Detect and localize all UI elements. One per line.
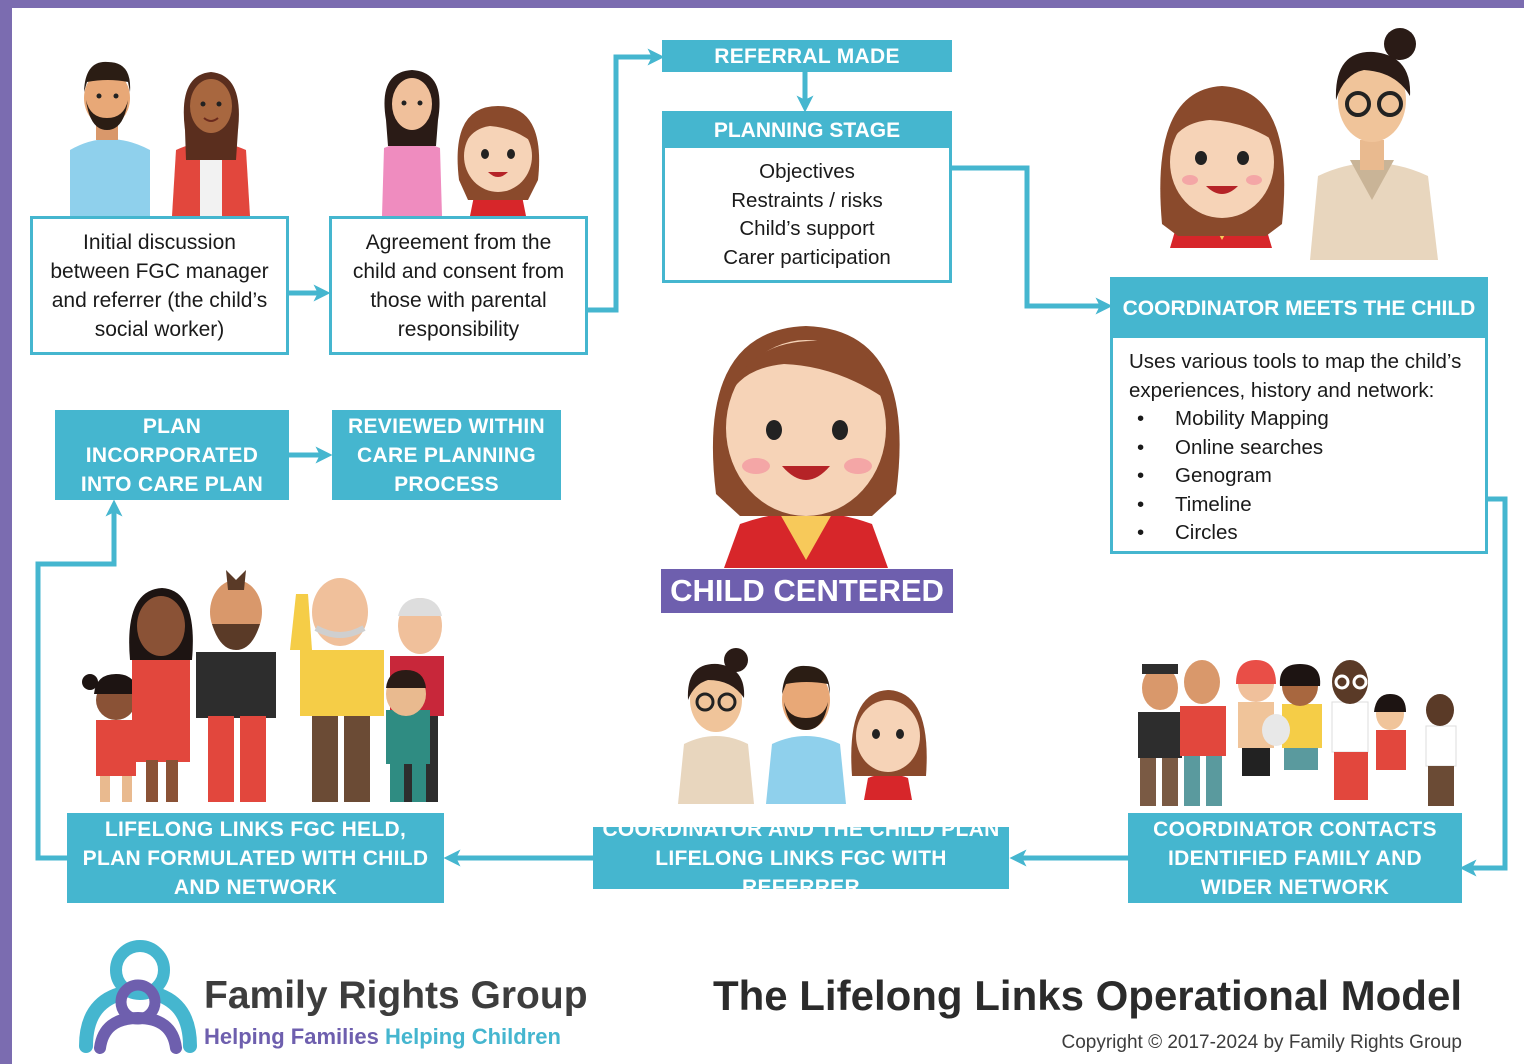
planning-stage-header: PLANNING STAGE bbox=[665, 114, 949, 148]
referral-made-label: REFERRAL MADE bbox=[714, 44, 900, 68]
planning-stage-item: Restraints / risks bbox=[731, 188, 883, 212]
agreement-line: Agreement from the bbox=[365, 230, 552, 254]
coordinator-tool-item: Mobility Mapping bbox=[1129, 405, 1471, 434]
referral-made-banner: REFERRAL MADE bbox=[662, 40, 952, 72]
lifelong-links-held-banner: LIFELONG LINKS FGC HELD, PLAN FORMULATED… bbox=[67, 813, 444, 903]
org-name: Family Rights Group bbox=[204, 974, 588, 1017]
person-illustration-icon bbox=[1331, 660, 1369, 800]
initial-discussion-line: Initial discussion bbox=[83, 230, 236, 254]
org-tagline: Helping Families Helping Children bbox=[204, 1024, 561, 1050]
planning-stage-item: Child’s support bbox=[739, 217, 875, 240]
initial-discussion-line: and referrer (the child’s bbox=[51, 288, 268, 312]
family-rights-group-logo-icon bbox=[79, 940, 197, 1054]
person-illustration-icon bbox=[1236, 660, 1276, 776]
person-illustration-icon bbox=[129, 588, 193, 802]
arrow-coordinator-to-contacts bbox=[1459, 496, 1508, 877]
planning-stage-items: Objectives Restraints / risks Child’s su… bbox=[665, 148, 949, 272]
person-illustration-icon bbox=[1262, 664, 1322, 770]
plan-incorporated-line: INTO CARE PLAN bbox=[80, 472, 264, 496]
person-illustration-icon bbox=[457, 106, 540, 216]
person-illustration-icon bbox=[1310, 28, 1438, 260]
reviewed-within-line: CARE PLANNING bbox=[357, 443, 536, 467]
coordinator-contacts-line: IDENTIFIED FAMILY AND bbox=[1167, 846, 1423, 870]
tagline-families: Helping Families bbox=[204, 1024, 379, 1049]
coordinator-meets-child-panel: COORDINATOR MEETS THE CHILD Uses various… bbox=[1110, 277, 1488, 554]
planning-stage-item: Objectives bbox=[759, 160, 855, 183]
coordinator-intro-line: experiences, history and network: bbox=[1129, 378, 1435, 402]
planning-stage-panel: PLANNING STAGE Objectives Restraints / r… bbox=[662, 111, 952, 283]
lifelong-links-held-line: FORMULATED WITH CHILD AND bbox=[147, 846, 429, 899]
agreement-line: child and consent from bbox=[352, 259, 565, 283]
coordinator-contacts-line: COORDINATOR CONTACTS bbox=[1153, 817, 1437, 841]
person-illustration-icon bbox=[1180, 660, 1226, 806]
person-illustration-icon bbox=[382, 70, 442, 216]
coordinator-tool-item: Timeline bbox=[1129, 491, 1471, 520]
initial-discussion-line: social worker) bbox=[94, 317, 225, 341]
model-title: The Lifelong Links Operational Model bbox=[712, 972, 1462, 1019]
person-illustration-icon bbox=[712, 326, 900, 568]
plan-incorporated-line: PLAN bbox=[142, 414, 202, 438]
coordinator-meets-child-header: COORDINATOR MEETS THE CHILD bbox=[1113, 280, 1485, 338]
agreement-box: Agreement from the child and consent fro… bbox=[329, 216, 588, 355]
reviewed-within-line: PROCESS bbox=[394, 472, 499, 496]
person-illustration-icon bbox=[766, 665, 846, 804]
person-illustration-icon bbox=[196, 570, 276, 802]
person-illustration-icon bbox=[1138, 664, 1182, 806]
coordinator-child-plan-line: LIFELONG LINKS FGC WITH REFERRER bbox=[655, 846, 947, 899]
initial-discussion-box: Initial discussion between FGC manager a… bbox=[30, 216, 289, 355]
person-illustration-icon bbox=[678, 648, 754, 804]
lifelong-links-held-line: LIFELONG LINKS FGC HELD, PLAN bbox=[82, 817, 407, 870]
reviewed-within-banner: REVIEWED WITHIN CARE PLANNING PROCESS bbox=[332, 410, 561, 500]
coordinator-meets-child-body: Uses various tools to map the child’s ex… bbox=[1113, 338, 1485, 548]
coordinator-tool-item: Online searches bbox=[1129, 434, 1471, 463]
person-illustration-icon bbox=[70, 61, 150, 216]
reviewed-within-line: REVIEWED WITHIN bbox=[348, 414, 545, 438]
agreement-line: responsibility bbox=[397, 317, 520, 341]
arrow-planning-to-coordinator bbox=[952, 165, 1113, 315]
person-illustration-icon bbox=[851, 690, 927, 800]
person-illustration-icon bbox=[1425, 694, 1457, 806]
planning-stage-item: Carer participation bbox=[723, 245, 891, 269]
person-illustration-icon bbox=[1160, 86, 1285, 248]
coordinator-child-plan-line: COORDINATOR AND THE CHILD PLAN bbox=[602, 817, 1000, 841]
coordinator-tools-list: Mobility Mapping Online searches Genogra… bbox=[1129, 405, 1471, 548]
coordinator-child-plan-banner: COORDINATOR AND THE CHILD PLAN LIFELONG … bbox=[593, 818, 1009, 899]
coordinator-contacts-banner: COORDINATOR CONTACTS IDENTIFIED FAMILY A… bbox=[1128, 813, 1462, 903]
person-illustration-icon bbox=[290, 578, 384, 802]
tagline-children: Helping Children bbox=[384, 1024, 561, 1049]
coordinator-intro-line: Uses various tools to map the child’s bbox=[1129, 350, 1462, 373]
frame-left-border bbox=[0, 0, 12, 1064]
arrow-agreement-to-referral bbox=[588, 48, 665, 313]
person-illustration-icon bbox=[386, 670, 430, 802]
person-illustration-icon bbox=[172, 72, 250, 216]
child-centered-label: CHILD CENTERED bbox=[661, 569, 953, 613]
plan-incorporated-banner: PLAN INCORPORATED INTO CARE PLAN bbox=[55, 410, 289, 500]
coordinator-tool-item: Circles bbox=[1129, 519, 1471, 548]
plan-incorporated-line: INCORPORATED bbox=[85, 443, 259, 467]
coordinator-contacts-line: WIDER NETWORK bbox=[1200, 875, 1390, 899]
initial-discussion-line: between FGC manager bbox=[50, 259, 269, 283]
copyright-notice: Copyright © 2017-2024 by Family Rights G… bbox=[1061, 1032, 1462, 1053]
agreement-line: those with parental bbox=[370, 288, 547, 312]
lifelong-links-held-line: NETWORK bbox=[226, 875, 338, 899]
arrow-held-to-incorporated bbox=[35, 499, 123, 861]
person-illustration-icon bbox=[1374, 694, 1406, 770]
frame-top-border bbox=[0, 0, 1524, 8]
coordinator-tool-item: Genogram bbox=[1129, 462, 1471, 491]
